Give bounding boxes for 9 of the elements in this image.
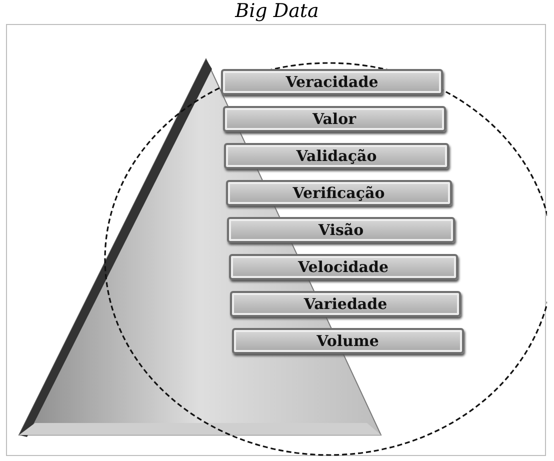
bar-label: Validação	[224, 143, 449, 169]
bar-label: Variedade	[230, 291, 461, 317]
bar-label: Valor	[222, 106, 446, 132]
title: Big Data	[234, 0, 320, 22]
bar-label: Velocidade	[228, 254, 458, 280]
bar-label: Verificação	[226, 180, 452, 206]
bar-label: Veracidade	[221, 69, 443, 95]
bar-label: Visão	[227, 217, 455, 243]
bar-label: Volume	[232, 328, 464, 354]
